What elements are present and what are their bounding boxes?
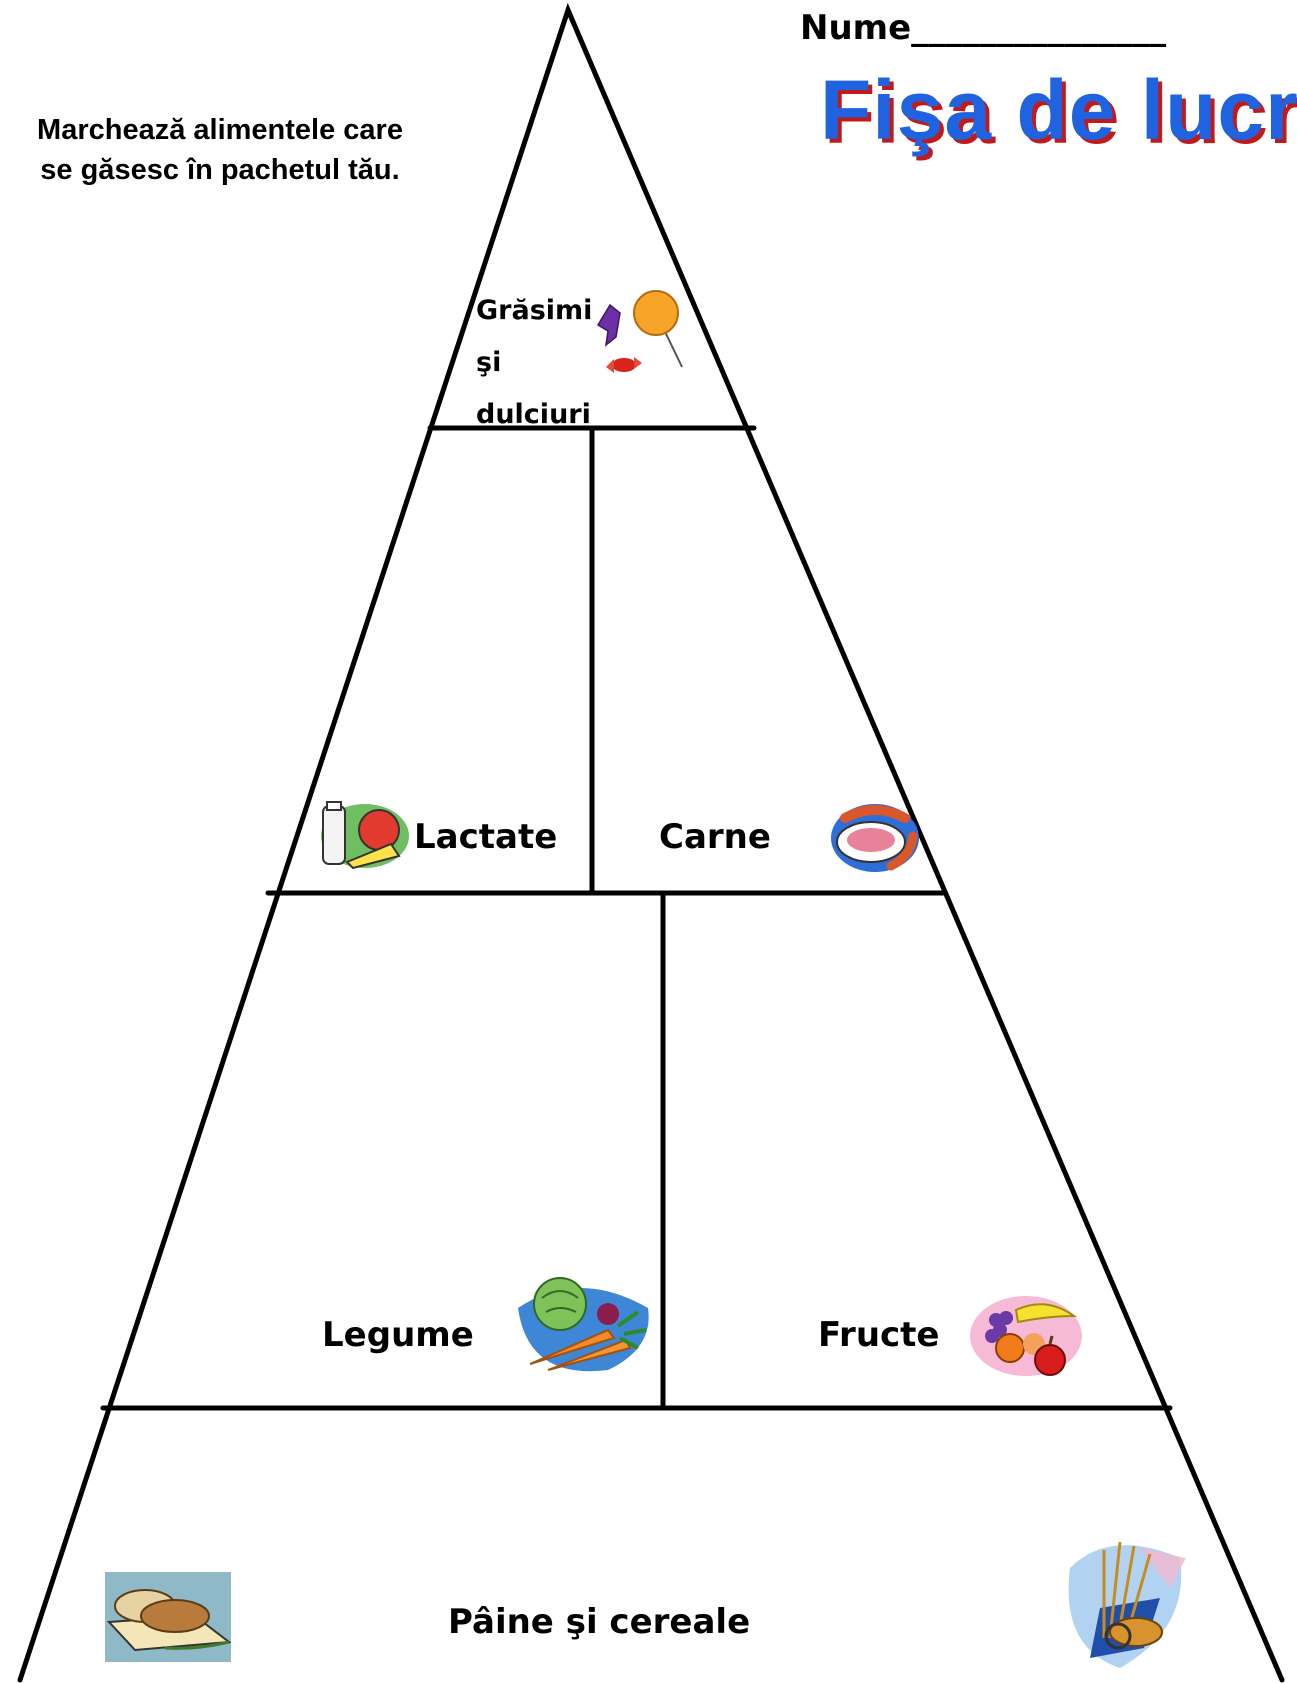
vegetables-icon <box>518 1277 649 1372</box>
candy-icon <box>596 290 683 373</box>
fats-line-2: şi <box>476 347 502 378</box>
section-dairy-label: Lactate <box>414 817 558 857</box>
section-vegetables-label: Legume <box>322 1315 474 1355</box>
section-fats-sweets-label: Grăsimi şi dulciuri <box>476 285 592 441</box>
pyramid-outline <box>17 2 1285 1683</box>
section-fruits-label: Fructe <box>818 1315 940 1355</box>
section-grains-label: Pâine şi cereale <box>448 1602 751 1642</box>
fats-line-1: Grăsimi <box>476 295 593 326</box>
meat-icon <box>831 804 919 872</box>
fruits-icon <box>970 1296 1082 1376</box>
page-title: Fişa de lucru <box>820 63 1297 157</box>
wheat-icon <box>1068 1541 1186 1668</box>
bread-icon <box>105 1572 231 1662</box>
instructions-text: Marchează alimentele care se găsesc în p… <box>37 114 403 186</box>
fats-line-3: dulciuri <box>476 399 591 430</box>
name-field-label: Nume_______________ <box>800 8 1167 48</box>
dairy-icon <box>321 801 409 870</box>
section-meat-label: Carne <box>659 817 771 857</box>
